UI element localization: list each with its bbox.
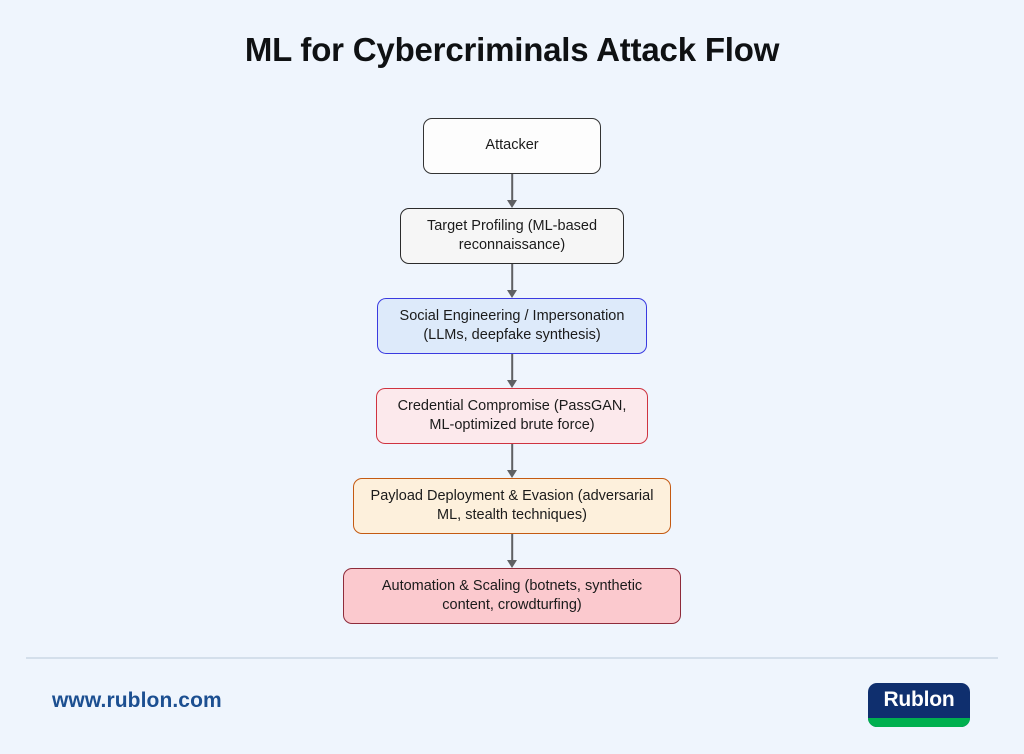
flow-node-label: Credential Compromise (PassGAN, ML-optim… bbox=[397, 397, 627, 433]
page-title: ML for Cybercriminals Attack Flow bbox=[244, 31, 780, 68]
arrowhead-icon bbox=[507, 290, 517, 298]
flow-node-label: Attacker bbox=[485, 137, 539, 154]
flow-node-label: Automation & Scaling (botnets, synthetic… bbox=[381, 577, 643, 613]
flow-node-credential-compromise: Credential Compromise (PassGAN, ML-optim… bbox=[376, 388, 648, 444]
arrow-stem bbox=[511, 354, 513, 381]
rublon-logo-wordmark: Rublon bbox=[883, 688, 955, 711]
flow-arrow-5 bbox=[505, 534, 519, 568]
arrow-stem bbox=[511, 444, 513, 471]
flow-arrow-3 bbox=[505, 354, 519, 388]
flow-node-social-engineering: Social Engineering / Impersonation (LLMs… bbox=[377, 298, 647, 354]
arrow-stem bbox=[511, 264, 513, 291]
flow-node-target-profiling: Target Profiling (ML-based reconnaissanc… bbox=[400, 208, 624, 264]
flow-node-attacker: Attacker bbox=[423, 118, 601, 174]
flow-arrow-4 bbox=[505, 444, 519, 478]
flow-node-payload-deployment: Payload Deployment & Evasion (adversaria… bbox=[353, 478, 671, 534]
flow-node-label: Target Profiling (ML-based reconnaissanc… bbox=[426, 217, 598, 253]
flow-arrow-2 bbox=[505, 264, 519, 298]
flow-arrow-1 bbox=[505, 174, 519, 208]
footer-divider bbox=[26, 657, 998, 659]
rublon-logo-accent-bar bbox=[868, 718, 970, 727]
attack-flow-diagram: Attacker Target Profiling (ML-based reco… bbox=[0, 118, 1024, 638]
flow-node-label: Social Engineering / Impersonation (LLMs… bbox=[399, 307, 625, 343]
arrow-stem bbox=[511, 174, 513, 201]
arrowhead-icon bbox=[507, 200, 517, 208]
flow-node-label: Payload Deployment & Evasion (adversaria… bbox=[370, 487, 654, 523]
flow-node-automation-scaling: Automation & Scaling (botnets, synthetic… bbox=[343, 568, 681, 624]
footer-website-url[interactable]: www.rublon.com bbox=[52, 689, 222, 712]
arrow-stem bbox=[511, 534, 513, 561]
rublon-logo: Rublon bbox=[868, 683, 970, 727]
arrowhead-icon bbox=[507, 380, 517, 388]
arrowhead-icon bbox=[507, 470, 517, 478]
arrowhead-icon bbox=[507, 560, 517, 568]
